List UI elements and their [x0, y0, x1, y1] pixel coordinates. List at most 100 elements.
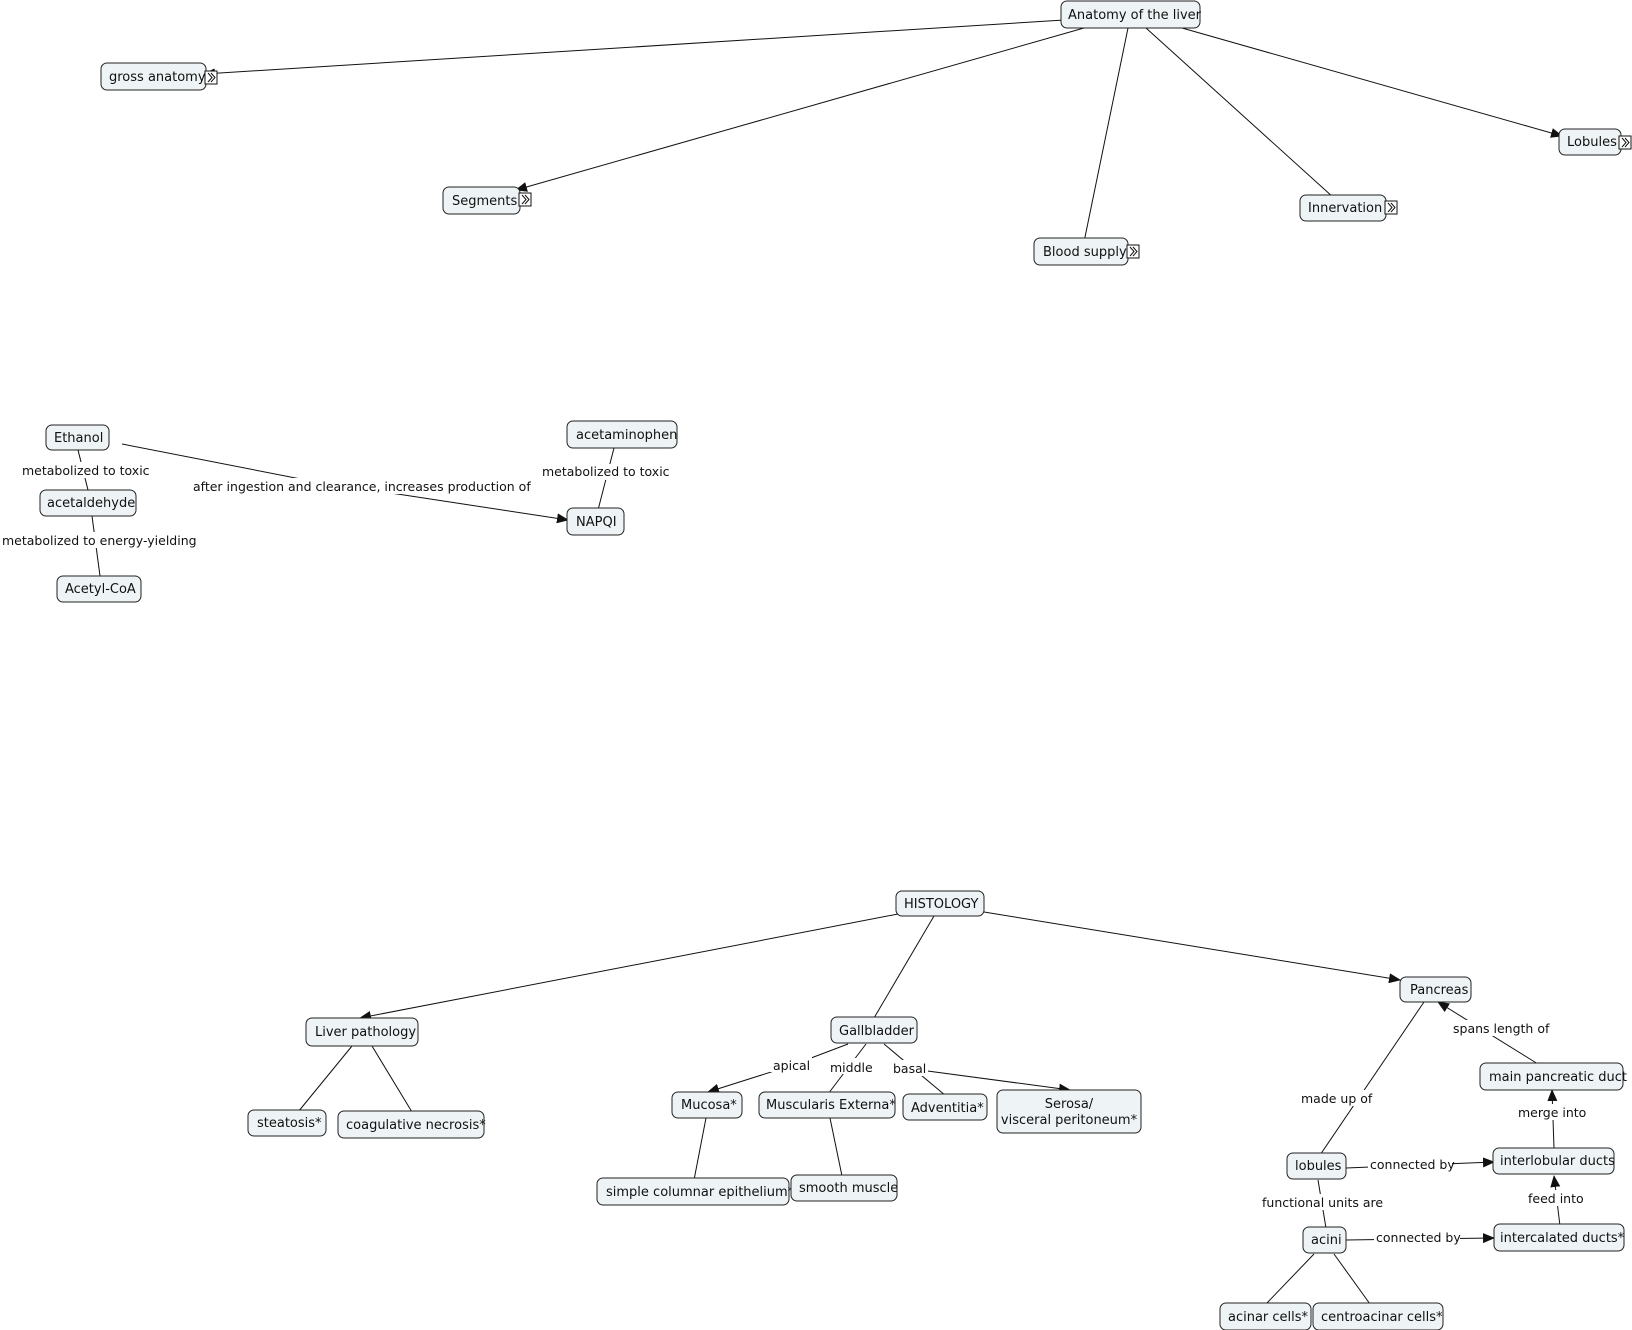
- node-acetaldehyde[interactable]: acetaldehyde: [39, 489, 137, 517]
- edge-pancreas-lobules: [1317, 1001, 1425, 1159]
- node-histology[interactable]: HISTOLOGY: [895, 890, 985, 917]
- node-acetaminophen[interactable]: acetaminophen: [566, 420, 678, 449]
- node-adventitia[interactable]: Adventitia*: [902, 1093, 988, 1121]
- label-functional: functional units are: [1262, 1195, 1383, 1210]
- node-interlobular-ducts[interactable]: interlobular ducts: [1492, 1147, 1615, 1175]
- edge-gallbladder-serosa: [919, 1069, 1071, 1094]
- svg-text:interlobular ducts: interlobular ducts: [1500, 1154, 1615, 1169]
- svg-text:acetaldehyde: acetaldehyde: [47, 496, 135, 511]
- label-acet-coa: metabolized to energy-yielding: [2, 533, 197, 548]
- expand-icon[interactable]: [1384, 200, 1398, 215]
- node-intercalated-ducts[interactable]: intercalated ducts*: [1493, 1223, 1625, 1252]
- node-segments[interactable]: Segments: [442, 186, 521, 215]
- nodes: Anatomy of the liver gross anatomy Segme…: [39, 0, 1632, 1330]
- edges: [77, 19, 1563, 1305]
- edge-acini-acinar: [1265, 1253, 1315, 1305]
- edge-anatomy-segments: [515, 27, 1085, 192]
- node-serosa[interactable]: Serosa/ visceral peritoneum*: [996, 1089, 1142, 1134]
- node-simple-columnar-epithelium[interactable]: simple columnar epithelium*: [596, 1177, 795, 1206]
- label-feed: feed into: [1528, 1191, 1584, 1206]
- edge-anatomy-blood: [1083, 27, 1129, 243]
- svg-text:acinar cells*: acinar cells*: [1228, 1310, 1309, 1325]
- svg-text:Pancreas: Pancreas: [1410, 983, 1469, 998]
- svg-text:visceral peritoneum*: visceral peritoneum*: [1001, 1113, 1138, 1128]
- edge-anatomy-gross: [203, 19, 1065, 79]
- label-apical: apical: [773, 1058, 810, 1073]
- link-labels: metabolized to toxic metabolized to ener…: [0, 462, 1588, 1245]
- svg-text:Ethanol: Ethanol: [54, 431, 103, 446]
- expand-icon[interactable]: [1618, 135, 1632, 150]
- label-middle: middle: [830, 1060, 873, 1075]
- node-ethanol[interactable]: Ethanol: [45, 424, 110, 451]
- svg-text:Segments: Segments: [452, 194, 518, 209]
- svg-text:Acetyl-CoA: Acetyl-CoA: [65, 582, 136, 597]
- edge-histology-gallbladder: [873, 915, 935, 1019]
- svg-text:smooth muscle: smooth muscle: [799, 1181, 898, 1196]
- svg-text:gross anatomy: gross anatomy: [109, 70, 206, 85]
- node-lobules-top[interactable]: Lobules: [1558, 128, 1622, 156]
- node-main-pancreatic-duct[interactable]: main pancreatic duct: [1479, 1062, 1627, 1091]
- edge-histology-pancreas: [983, 911, 1401, 984]
- node-anatomy[interactable]: Anatomy of the liver: [1060, 0, 1202, 29]
- node-gross-anatomy[interactable]: gross anatomy: [100, 62, 207, 91]
- expand-icon[interactable]: [518, 192, 532, 207]
- node-mucosa[interactable]: Mucosa*: [671, 1091, 743, 1119]
- svg-text:acetaminophen: acetaminophen: [576, 428, 677, 443]
- svg-text:main pancreatic duct: main pancreatic duct: [1489, 1070, 1627, 1085]
- node-acini[interactable]: acini: [1302, 1226, 1347, 1254]
- node-steatosis[interactable]: steatosis*: [247, 1109, 327, 1137]
- edge-liverpath-coag: [371, 1045, 413, 1113]
- label-spans: spans length of: [1453, 1021, 1550, 1036]
- label-madeup: made up of: [1301, 1091, 1373, 1106]
- node-muscularis-externa[interactable]: Muscularis Externa*: [758, 1091, 896, 1119]
- svg-text:acini: acini: [1311, 1233, 1342, 1248]
- svg-text:HISTOLOGY: HISTOLOGY: [904, 897, 978, 912]
- label-merge: merge into: [1518, 1105, 1586, 1120]
- expand-icon[interactable]: [204, 70, 218, 85]
- label-eth-napqi: after ingestion and clearance, increases…: [193, 479, 531, 494]
- edge-mucosa-simplecol: [693, 1117, 707, 1181]
- svg-text:Blood supply: Blood supply: [1043, 245, 1127, 260]
- label-conn1: connected by: [1370, 1157, 1455, 1172]
- node-gallbladder[interactable]: Gallbladder: [830, 1016, 918, 1044]
- svg-text:coagulative necrosis*: coagulative necrosis*: [346, 1118, 486, 1133]
- svg-text:Mucosa*: Mucosa*: [681, 1098, 737, 1113]
- svg-text:NAPQI: NAPQI: [576, 515, 617, 530]
- node-acinar-cells[interactable]: acinar cells*: [1219, 1302, 1312, 1330]
- svg-text:simple columnar epithelium*: simple columnar epithelium*: [606, 1185, 795, 1200]
- node-innervation[interactable]: Innervation: [1299, 194, 1387, 222]
- label-eth-acet: metabolized to toxic: [22, 463, 150, 478]
- label-apap-napqi: metabolized to toxic: [542, 464, 670, 479]
- edge-liverpath-steatosis: [297, 1045, 353, 1113]
- svg-text:Anatomy of the liver: Anatomy of the liver: [1068, 8, 1202, 23]
- svg-text:Liver pathology: Liver pathology: [315, 1025, 416, 1040]
- svg-text:Adventitia*: Adventitia*: [911, 1101, 984, 1116]
- node-acetyl-coa[interactable]: Acetyl-CoA: [56, 575, 142, 603]
- expand-icon[interactable]: [1126, 244, 1140, 259]
- edge-muscularis-smooth: [829, 1117, 843, 1177]
- svg-text:centroacinar cells*: centroacinar cells*: [1321, 1310, 1443, 1325]
- svg-text:Innervation: Innervation: [1308, 201, 1382, 216]
- label-basal: basal: [893, 1061, 926, 1076]
- svg-text:intercalated ducts*: intercalated ducts*: [1500, 1231, 1625, 1246]
- svg-text:Serosa/: Serosa/: [1045, 1097, 1094, 1112]
- node-coagulative-necrosis[interactable]: coagulative necrosis*: [337, 1110, 486, 1139]
- svg-text:Gallbladder: Gallbladder: [839, 1024, 915, 1039]
- node-napqi[interactable]: NAPQI: [566, 507, 625, 536]
- node-centroacinar-cells[interactable]: centroacinar cells*: [1312, 1302, 1444, 1330]
- node-liver-pathology[interactable]: Liver pathology: [305, 1017, 419, 1047]
- node-smooth-muscle[interactable]: smooth muscle: [790, 1174, 898, 1202]
- edge-anatomy-lobules: [1181, 27, 1563, 138]
- node-blood-supply[interactable]: Blood supply: [1033, 237, 1129, 266]
- label-conn2: connected by: [1376, 1230, 1461, 1245]
- node-lobules-pancreas[interactable]: lobules: [1286, 1152, 1347, 1180]
- svg-text:Lobules: Lobules: [1567, 135, 1617, 150]
- svg-text:steatosis*: steatosis*: [257, 1116, 322, 1131]
- edge-anatomy-innervation: [1145, 27, 1335, 199]
- edge-histology-liverpath: [359, 913, 899, 1021]
- svg-text:Muscularis Externa*: Muscularis Externa*: [766, 1098, 896, 1113]
- edge-acini-centro: [1333, 1253, 1371, 1305]
- node-pancreas[interactable]: Pancreas: [1399, 976, 1472, 1003]
- svg-text:lobules: lobules: [1295, 1159, 1342, 1174]
